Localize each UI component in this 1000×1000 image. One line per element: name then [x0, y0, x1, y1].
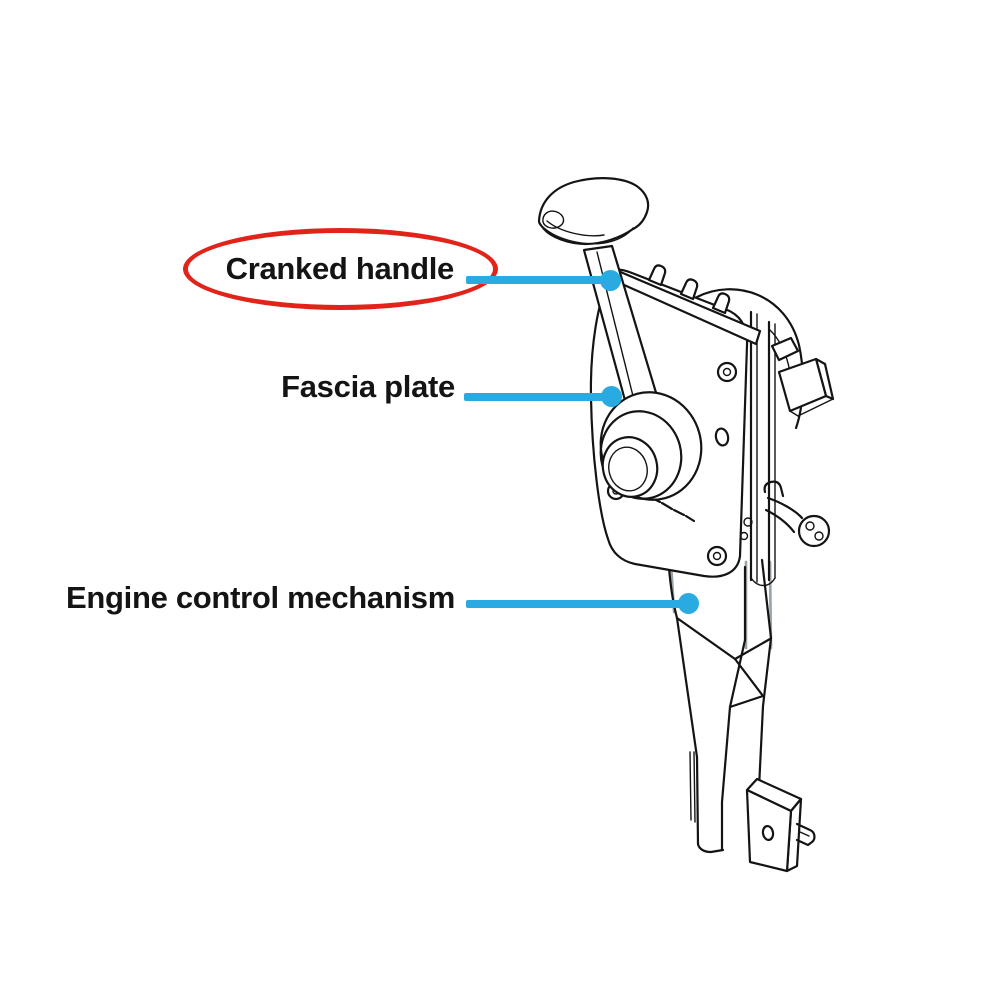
control-housing — [695, 288, 804, 587]
pivot-hub — [599, 391, 703, 501]
leader-dot-cranked-handle — [600, 270, 621, 291]
highlight-ellipse — [183, 228, 498, 310]
label-fascia-plate: Fascia plate — [281, 369, 455, 404]
mount-bracket — [745, 777, 816, 873]
leader-engine-control-mechanism — [466, 600, 680, 608]
label-engine-control-mechanism: Engine control mechanism — [66, 580, 455, 615]
leader-dot-engine-control-mechanism — [678, 593, 699, 614]
leader-dot-fascia-plate — [601, 386, 622, 407]
leader-fascia-plate — [464, 393, 603, 401]
leader-cranked-handle — [466, 276, 602, 284]
handle-knob — [537, 177, 650, 246]
side-lever — [739, 336, 835, 548]
label-cranked-handle: Cranked handle — [225, 251, 455, 286]
